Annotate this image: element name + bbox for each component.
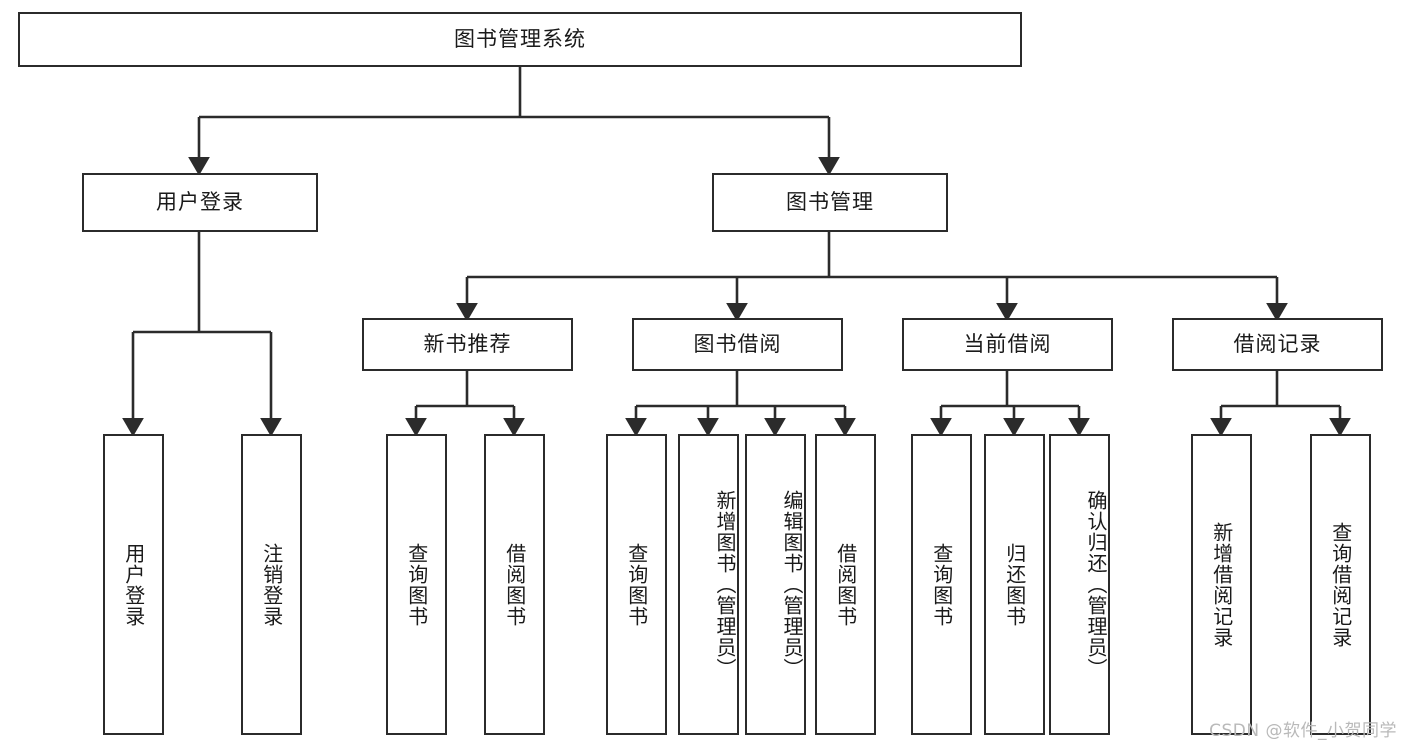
node-leaf-borrow-book-1[interactable]: 借阅图书: [484, 434, 545, 735]
node-new-book-recommend-label: 新书推荐: [423, 331, 512, 356]
node-user-login-label: 用户登录: [156, 189, 244, 214]
node-current-borrow[interactable]: 当前借阅: [902, 318, 1113, 371]
node-leaf-return-book[interactable]: 归还图书: [984, 434, 1045, 735]
node-leaf-borrow-book-2[interactable]: 借阅图书: [815, 434, 876, 735]
node-borrow-record-label: 借阅记录: [1233, 331, 1322, 356]
node-leaf-query-book-1-label: 查询图书: [404, 542, 429, 627]
node-leaf-add-borrow-record-label: 新增借阅记录: [1209, 521, 1234, 648]
node-root[interactable]: 图书管理系统: [18, 12, 1022, 67]
node-new-book-recommend[interactable]: 新书推荐: [362, 318, 573, 371]
node-book-manage[interactable]: 图书管理: [712, 173, 948, 232]
node-user-login[interactable]: 用户登录: [82, 173, 318, 232]
node-leaf-borrow-book-2-label: 借阅图书: [833, 542, 858, 627]
node-leaf-query-book-2[interactable]: 查询图书: [606, 434, 667, 735]
node-leaf-return-book-label: 归还图书: [1002, 542, 1027, 627]
node-current-borrow-label: 当前借阅: [963, 331, 1052, 356]
node-borrow-record[interactable]: 借阅记录: [1172, 318, 1383, 371]
csdn-watermark: CSDN @软件_小贺同学: [1209, 721, 1397, 741]
node-leaf-user-login-label: 用户登录: [121, 542, 146, 627]
node-leaf-user-login[interactable]: 用户登录: [103, 434, 164, 735]
node-leaf-edit-book-admin-label: 编辑图书（管理员）: [780, 490, 804, 679]
node-root-label: 图书管理系统: [454, 26, 586, 51]
node-book-manage-label: 图书管理: [786, 189, 874, 214]
node-book-borrow-label: 图书借阅: [693, 331, 782, 356]
node-leaf-confirm-return-admin[interactable]: 确认归还（管理员）: [1049, 434, 1110, 735]
node-leaf-borrow-book-1-label: 借阅图书: [502, 542, 527, 627]
node-leaf-user-logout-label: 注销登录: [259, 542, 284, 627]
node-leaf-user-logout[interactable]: 注销登录: [241, 434, 302, 735]
node-leaf-query-borrow-record[interactable]: 查询借阅记录: [1310, 434, 1371, 735]
node-leaf-edit-book-admin[interactable]: 编辑图书（管理员）: [745, 434, 806, 735]
node-book-borrow[interactable]: 图书借阅: [632, 318, 843, 371]
node-leaf-query-book-1[interactable]: 查询图书: [386, 434, 447, 735]
node-leaf-query-borrow-record-label: 查询借阅记录: [1328, 521, 1353, 648]
node-leaf-query-book-3-label: 查询图书: [929, 542, 954, 627]
node-leaf-query-book-3[interactable]: 查询图书: [911, 434, 972, 735]
node-leaf-add-book-admin-label: 新增图书（管理员）: [713, 490, 737, 679]
node-leaf-query-book-2-label: 查询图书: [624, 542, 649, 627]
node-leaf-add-book-admin[interactable]: 新增图书（管理员）: [678, 434, 739, 735]
node-leaf-add-borrow-record[interactable]: 新增借阅记录: [1191, 434, 1252, 735]
node-leaf-confirm-return-admin-label: 确认归还（管理员）: [1084, 490, 1108, 679]
